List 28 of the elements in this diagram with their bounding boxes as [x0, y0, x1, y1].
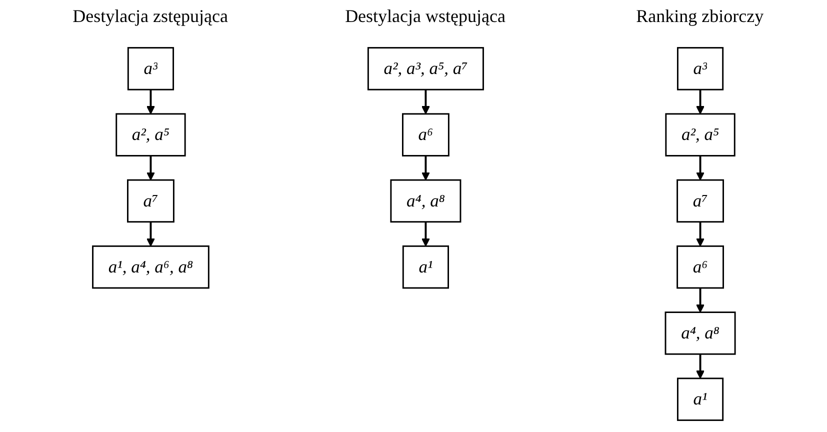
node-box: a¹	[402, 245, 449, 289]
arrow	[146, 222, 155, 247]
arrow	[696, 354, 704, 379]
arrow	[696, 222, 704, 247]
node-box: a¹, a⁴, a⁶, a⁸	[92, 245, 209, 289]
column-heading: Destylacja wstępująca	[345, 6, 506, 27]
node-box: a², a³, a⁵, a⁷	[367, 47, 484, 90]
node-box: a², a⁵	[115, 113, 186, 156]
node-box: a³	[676, 47, 724, 90]
node-box: a⁶	[402, 113, 449, 156]
column-heading: Ranking zbiorczy	[636, 6, 764, 27]
node-box: a¹	[676, 378, 724, 421]
node-box: a⁷	[126, 179, 174, 223]
node-box: a⁶	[676, 245, 724, 289]
node-box: a³	[127, 47, 174, 90]
arrow	[421, 90, 430, 114]
arrow	[696, 288, 704, 313]
arrow	[146, 90, 155, 114]
arrow	[421, 222, 430, 247]
arrow	[696, 90, 704, 114]
arrow	[696, 156, 704, 180]
node-box: a⁴, a⁸	[664, 312, 736, 355]
arrow	[146, 156, 155, 180]
node-box: a⁷	[676, 179, 724, 223]
node-box: a⁴, a⁸	[390, 179, 461, 223]
arrow	[421, 156, 430, 180]
column-heading: Destylacja zstępująca	[72, 6, 228, 27]
node-box: a², a⁵	[664, 113, 735, 156]
